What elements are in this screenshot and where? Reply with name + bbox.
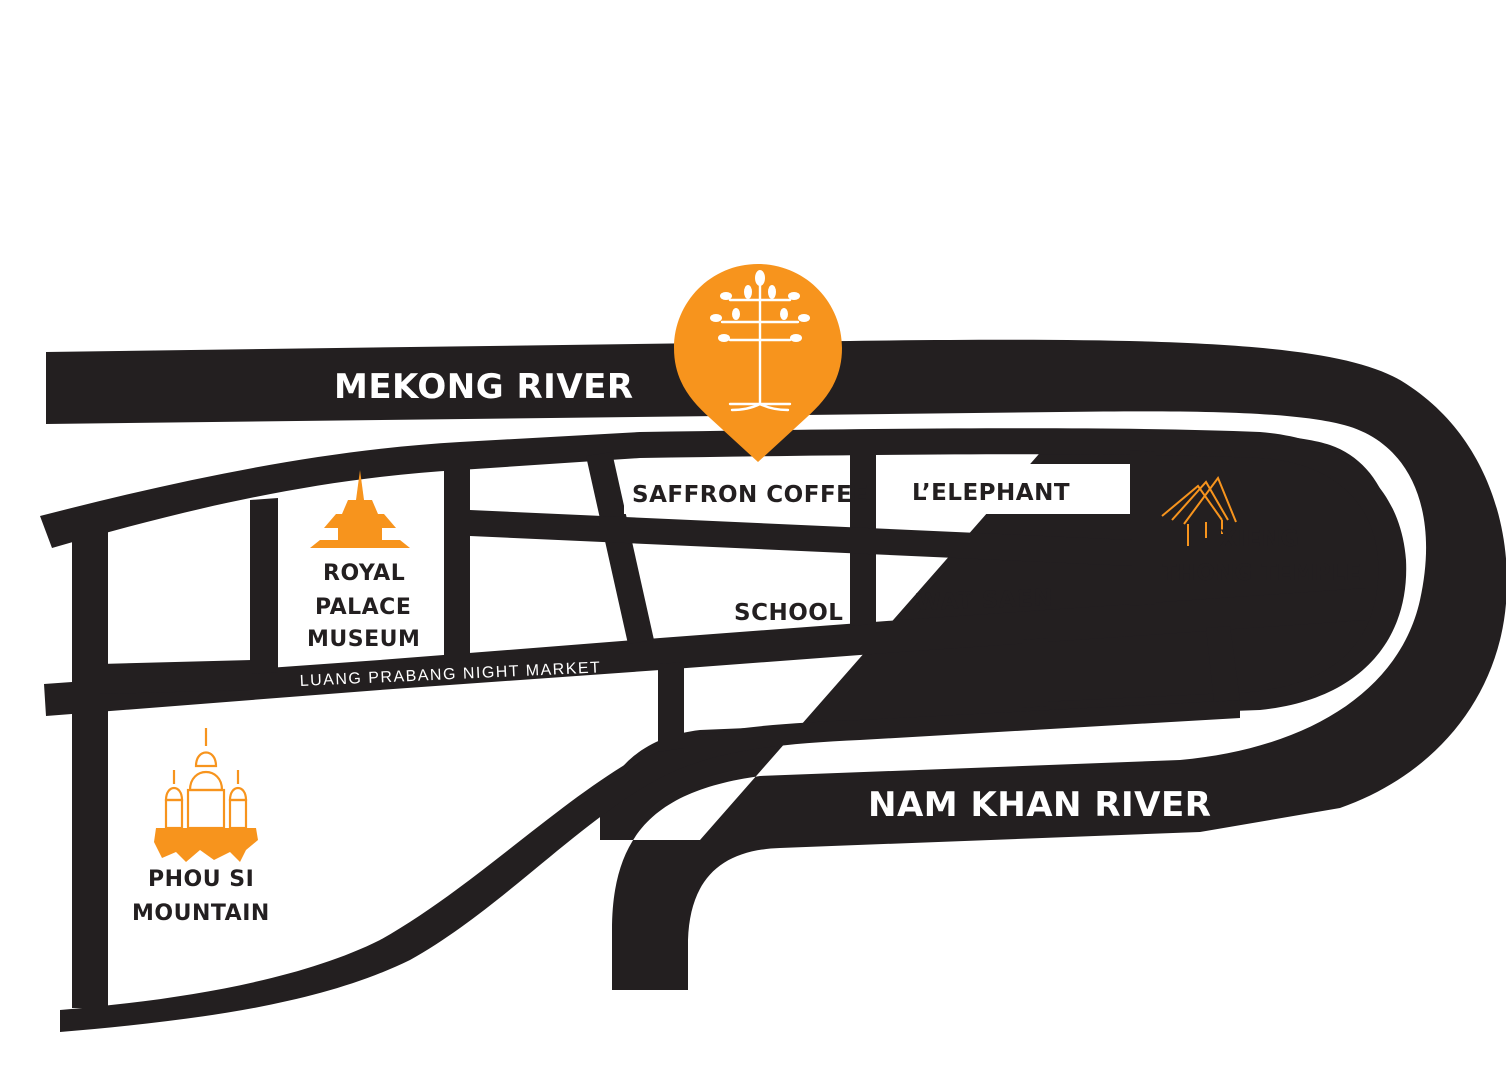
wat-saen-label[interactable]: WAT SAEN xyxy=(915,585,1053,616)
tree-leaves xyxy=(710,270,810,342)
block-saffron xyxy=(624,464,850,514)
lelephant-label[interactable]: L’ELEPHANT xyxy=(912,480,1070,506)
lane-middle xyxy=(470,510,1132,566)
royal-palace-label-line1[interactable]: ROYAL xyxy=(323,561,405,586)
street-school-west xyxy=(586,452,654,644)
street-east-2 xyxy=(1206,626,1240,702)
street-east-1 xyxy=(1022,638,1048,708)
saffron-coffee-label[interactable]: SAFFRON COFFEE xyxy=(632,482,869,508)
pin-shape xyxy=(674,264,842,462)
night-market-road xyxy=(44,588,1366,716)
royal-palace-label-line3[interactable]: MUSEUM xyxy=(307,627,420,652)
xieng-thong-label-line1[interactable]: XIENG xyxy=(1220,527,1299,552)
nam-khan-river-label: NAM KHAN RIVER xyxy=(868,785,1211,825)
royal-palace-label-line2[interactable]: PALACE xyxy=(315,595,411,620)
temple-roof-icon xyxy=(1161,475,1237,546)
phou-si-label-line1[interactable]: PHOU SI xyxy=(148,867,254,892)
ring-road xyxy=(640,428,1407,718)
street-watsaen-east xyxy=(1130,450,1156,606)
tree-pin-icon xyxy=(720,278,800,412)
mekong-river-label: MEKONG RIVER xyxy=(334,367,634,407)
stupa-icon xyxy=(164,728,248,830)
blocks xyxy=(624,464,1130,514)
main-road-north xyxy=(40,432,640,548)
school-label: SCHOOL xyxy=(734,600,843,626)
phou-si-label-line2[interactable]: MOUNTAIN xyxy=(132,901,270,926)
road-network xyxy=(40,339,1506,1032)
saffron-pin[interactable] xyxy=(674,264,842,462)
street-market-south xyxy=(658,662,684,752)
street-west-1 xyxy=(250,498,278,674)
street-palace-east xyxy=(444,446,470,662)
lane-west xyxy=(100,660,252,694)
south-road xyxy=(60,700,1240,1032)
xieng-thong-label-line2[interactable]: THONG TEMPLE xyxy=(1162,561,1361,586)
block-lelephant xyxy=(876,464,1130,514)
west-street xyxy=(72,528,108,1008)
stupa-base xyxy=(154,828,258,862)
palace-spire-icon xyxy=(310,470,410,548)
